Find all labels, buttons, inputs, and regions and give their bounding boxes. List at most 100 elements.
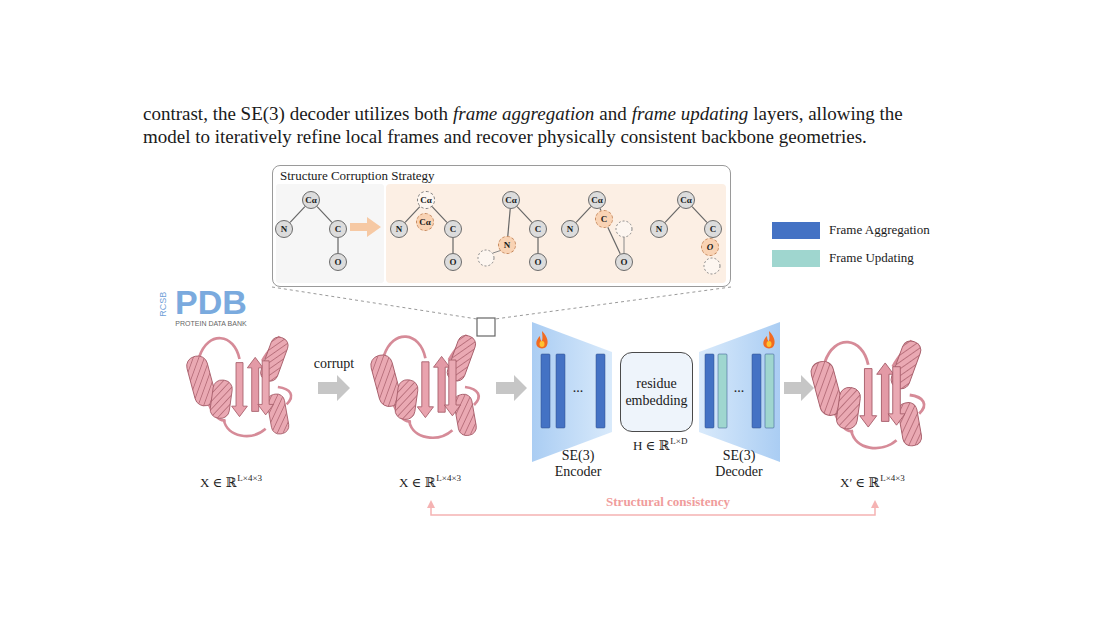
trapezoid xyxy=(699,322,780,462)
atom-circle: C xyxy=(444,220,462,238)
atom-label: N xyxy=(656,225,663,234)
atom-circle: Cα xyxy=(588,191,606,209)
flow-arrow xyxy=(784,375,814,401)
bond-line xyxy=(665,207,680,223)
math-label: X′ ∈ ℝ xyxy=(840,476,879,491)
atom-circle: N xyxy=(561,220,579,238)
atom-label: C xyxy=(535,225,542,234)
body-text: layers, allowing the xyxy=(753,102,902,125)
atom-circle: N xyxy=(498,236,516,254)
superscript: L×4×3 xyxy=(237,473,262,483)
bond-line xyxy=(692,207,707,223)
flow-arrow xyxy=(318,375,350,401)
superscript: L×4×3 xyxy=(880,473,905,483)
atom-circle: O xyxy=(701,238,719,256)
fire-icon xyxy=(536,331,547,348)
layer-bar xyxy=(765,354,774,428)
atom-label: O xyxy=(707,243,714,252)
fire-core xyxy=(540,341,545,347)
block-name: SE(3) Encoder xyxy=(547,448,609,480)
atom-circle: N xyxy=(275,220,293,238)
zoom-leader xyxy=(495,287,731,319)
consistency-label: Structural consistency xyxy=(602,495,734,510)
block-name: SE(3) Decoder xyxy=(708,448,770,480)
legend-text: Frame Updating xyxy=(829,250,914,266)
trapezoid xyxy=(532,322,612,462)
atom-circle: C xyxy=(704,220,722,238)
inset-panel: Structure Corruption StrategyCαNCOCαCαNC… xyxy=(272,165,731,287)
inset-orange-panel xyxy=(386,184,726,283)
atom-circle: C xyxy=(595,210,613,228)
protein-structure xyxy=(369,333,479,438)
atom-label: C xyxy=(710,225,717,234)
ghost-atom xyxy=(704,258,720,274)
body-text: model to iteratively refine local frames… xyxy=(143,126,867,147)
atom-label: Cα xyxy=(305,196,317,205)
bond-line xyxy=(452,238,453,253)
ghost-atom xyxy=(616,221,632,237)
atom-label: Cα xyxy=(505,196,517,205)
bond-line xyxy=(576,207,591,223)
ghost-bond xyxy=(624,237,625,253)
math-label: X ∈ ℝ xyxy=(200,476,236,491)
logo-text: PDB xyxy=(175,283,247,322)
atom-label: Cα xyxy=(591,196,603,205)
atom-label: C xyxy=(450,225,457,234)
superscript: L×4×3 xyxy=(436,473,461,483)
atom-label: O xyxy=(534,258,541,267)
atom-label: O xyxy=(620,258,627,267)
bond-line xyxy=(608,227,620,254)
atom-circle: Cα xyxy=(417,191,435,209)
atom-circle: O xyxy=(329,253,347,271)
layer-bar xyxy=(752,354,761,428)
logo-text: PROTEIN DATA BANK xyxy=(175,320,246,328)
math-label: H ∈ ℝ xyxy=(633,439,669,454)
body-text-line: model to iteratively refine local frames… xyxy=(143,125,867,148)
atom-label: C xyxy=(601,215,608,224)
body-text: and xyxy=(599,102,626,125)
atom-label: O xyxy=(449,258,456,267)
inset-ground xyxy=(272,165,731,287)
bond-line xyxy=(317,207,332,223)
atom-circle: C xyxy=(329,220,347,238)
atom-circle: Cα xyxy=(677,191,695,209)
corruption-arrow xyxy=(350,217,381,237)
protein-structure xyxy=(185,335,292,436)
arrow-head xyxy=(871,500,879,508)
network-block: ... SE(3) Encoder xyxy=(532,322,613,484)
layer-bar xyxy=(541,354,550,428)
legend-swatch xyxy=(772,222,820,239)
atom-label: N xyxy=(567,225,574,234)
atom-label: O xyxy=(334,258,341,267)
layer-bar xyxy=(705,354,714,428)
atom-label: N xyxy=(396,225,403,234)
atom-label: C xyxy=(335,225,342,234)
bond-line xyxy=(290,207,305,223)
atom-label: Cα xyxy=(680,196,692,205)
ellipsis: ... xyxy=(570,380,586,396)
zoom-leader xyxy=(272,287,477,319)
panel-title: Structure Corruption Strategy xyxy=(280,168,435,184)
body-text: frame aggregation xyxy=(453,102,594,125)
body-text: frame updating xyxy=(632,102,749,125)
embedding-label: residue embedding xyxy=(625,375,688,409)
bond-line xyxy=(508,209,510,236)
logo-text: RCSB xyxy=(159,291,169,316)
protein-structure xyxy=(809,339,924,449)
fire-core xyxy=(767,341,772,347)
atom-label: N xyxy=(281,225,288,234)
flow-arrow xyxy=(496,375,527,401)
atom-label: Cα xyxy=(419,218,431,227)
bond-line xyxy=(432,207,447,223)
atom-circle: Cα xyxy=(416,213,434,231)
atom-circle: O xyxy=(529,253,547,271)
bond-line xyxy=(537,238,538,253)
legend-swatch xyxy=(772,250,820,267)
embedding-box: residue embedding xyxy=(620,352,693,432)
atom-circle: N xyxy=(650,220,668,238)
superscript: L×D xyxy=(670,436,687,446)
atom-circle: Cα xyxy=(502,191,520,209)
body-text: contrast, the SE(3) decoder utilizes bot… xyxy=(143,102,448,125)
